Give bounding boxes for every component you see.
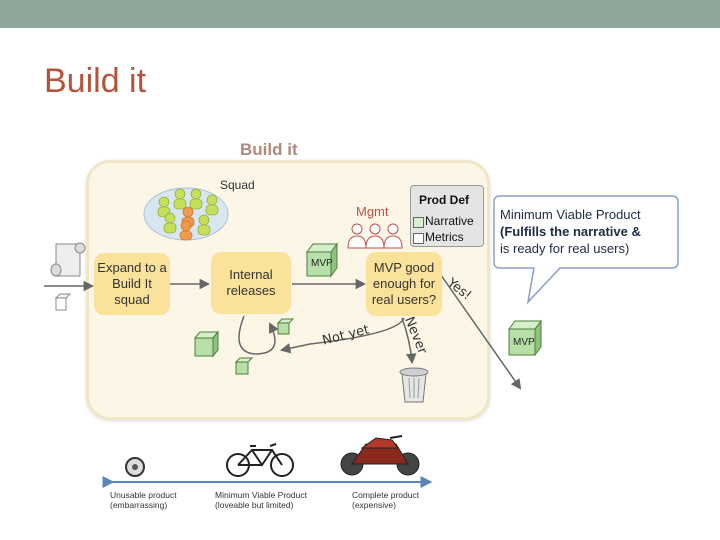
internal-releases-box: Internal releases — [211, 252, 291, 314]
squad-label: Squad — [220, 178, 255, 192]
mvp-good-line-1: MVP good — [373, 260, 435, 275]
callout-text: Minimum Viable Product (Fulfills the nar… — [500, 206, 672, 257]
scale-left: Unusable product (embarrassing) — [110, 490, 177, 510]
scale-right-note: (expensive) — [352, 500, 396, 510]
expand-line-3: squad — [114, 292, 150, 307]
mvp-good-line-3: real users? — [371, 292, 437, 307]
scale-middle: Minimum Viable Product (loveable but lim… — [215, 490, 307, 510]
expand-line-1: Expand to a — [97, 260, 167, 275]
prod-def-title: Prod Def — [419, 193, 470, 207]
expand-squad-box: Expand to a Build It squad — [94, 253, 170, 315]
scale-middle-note: (loveable but limited) — [215, 500, 294, 510]
callout-line-1: Minimum Viable Product — [500, 207, 641, 222]
expand-line-2: Build It — [112, 276, 152, 291]
mvp-cube-icon: MVP — [306, 242, 338, 278]
trash-can-icon — [399, 367, 429, 403]
prod-def-narrative: Narrative — [425, 214, 474, 228]
arrow-yes — [435, 267, 522, 390]
mvp-output-label: MVP — [513, 337, 535, 348]
arrow-not-yet — [279, 317, 405, 354]
scale-left-name: Unusable product — [110, 490, 177, 500]
scale-right-name: Complete product — [352, 490, 420, 500]
motorcycle-icon — [340, 435, 420, 476]
internal-line-2: releases — [226, 283, 276, 298]
slide-title: Build it — [44, 62, 147, 100]
arrow-never — [401, 317, 417, 365]
squad-people-icon — [143, 187, 229, 241]
callout-line-3: is ready for real users) — [500, 241, 630, 256]
callout-line-2: (Fulfills the narrative & — [500, 224, 641, 239]
callout-bubble — [493, 195, 679, 305]
mgmt-label: Mgmt — [356, 204, 389, 219]
scroll-icon — [50, 242, 86, 277]
internal-line-1: Internal — [229, 267, 273, 282]
mvp-cube-output-icon: MVP — [508, 319, 542, 357]
top-bar — [0, 0, 720, 28]
diagram-title: Build it — [240, 140, 298, 159]
metrics-checkbox — [413, 233, 424, 244]
prod-def-metrics: Metrics — [425, 230, 464, 244]
mvp-good-line-2: enough for — [372, 276, 436, 291]
mvp-good-enough-box: MVP good enough for real users? — [366, 252, 442, 316]
small-cube-icon — [54, 293, 72, 311]
narrative-checkbox — [413, 217, 424, 228]
scale-left-note: (embarrassing) — [110, 500, 168, 510]
arrow-loop-back — [238, 315, 279, 355]
mvp-cube-label: MVP — [311, 258, 333, 269]
wheel-icon — [125, 457, 145, 477]
prod-def-card: Prod Def Narrative Metrics — [410, 185, 484, 247]
release-cube-icon — [193, 318, 295, 375]
bicycle-icon — [226, 443, 294, 477]
mgmt-people-icon — [347, 223, 403, 249]
scale-right: Complete product (expensive) — [352, 490, 419, 510]
scale-middle-name: Minimum Viable Product — [215, 490, 307, 500]
